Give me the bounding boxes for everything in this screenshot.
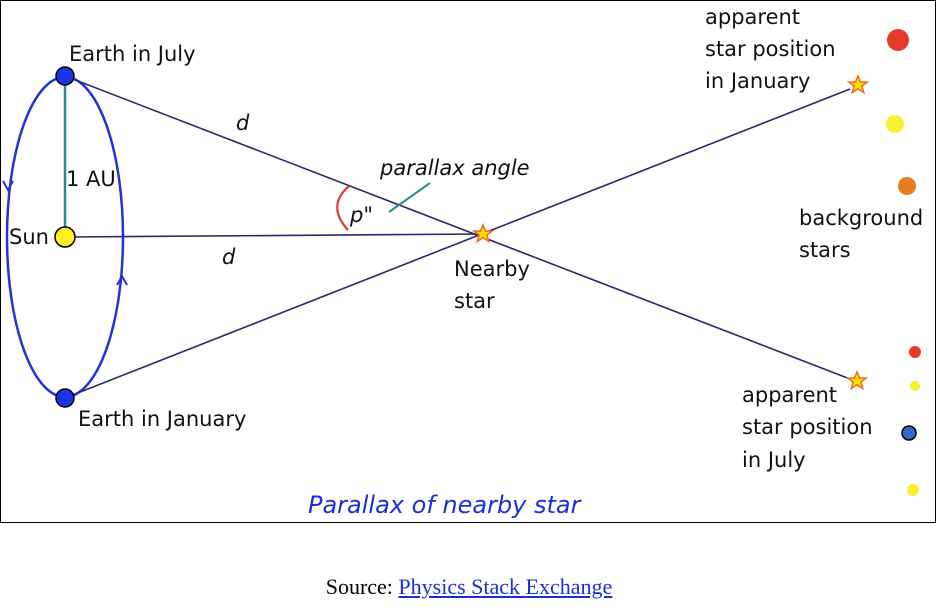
background-star-yellow-small: [910, 381, 920, 391]
background-star-yellow-large: [886, 115, 904, 133]
background-star-yellow-bottom: [907, 484, 919, 496]
apparent-july-label-line3: in July: [742, 448, 806, 472]
apparent-july-star-icon: [845, 369, 869, 391]
apparent-january-label-line1: apparent: [705, 5, 800, 29]
parallax-angle-leader: [388, 182, 431, 213]
apparent-january-label-line2: star position: [705, 37, 836, 61]
source-link[interactable]: Physics Stack Exchange: [398, 574, 613, 599]
apparent-july-label-line1: apparent: [742, 383, 837, 407]
diagram-frame: [0, 0, 936, 523]
background-star-orange: [898, 177, 916, 195]
nearby-star-label-line1: Nearby: [454, 257, 530, 281]
orbit-arrow-left-icon: [2, 180, 14, 193]
apparent-january-star-icon: [846, 73, 870, 95]
sightline-january: [64, 88, 851, 399]
sun-dot: [54, 226, 76, 248]
distance-label-top: d: [236, 111, 250, 135]
au-label: 1 AU: [66, 167, 116, 191]
earth-july-dot: [55, 66, 75, 86]
orbit-arrow-right-icon: [116, 273, 128, 286]
background-star-red-large: [887, 29, 909, 51]
background-stars-label-line2: stars: [799, 238, 851, 262]
parallax-p-label: p": [349, 203, 373, 227]
sun-star-line: [64, 233, 484, 238]
diagram-title: Parallax of nearby star: [308, 491, 583, 519]
nearby-star-icon: [471, 222, 495, 244]
source-attribution: Source: Physics Stack Exchange: [0, 574, 938, 600]
apparent-january-label-line3: in January: [705, 69, 810, 93]
parallax-angle-arc: [336, 185, 350, 231]
background-star-red-small: [909, 346, 921, 358]
distance-label-middle: d: [222, 245, 236, 269]
sun-label: Sun: [9, 225, 49, 249]
nearby-star-label-line2: star: [454, 289, 495, 313]
earth-january-label: Earth in January: [78, 407, 246, 431]
earth-january-dot: [55, 388, 75, 408]
parallax-angle-label: parallax angle: [379, 156, 530, 180]
background-stars-label-line1: background: [799, 206, 923, 230]
background-star-blue: [901, 425, 917, 441]
apparent-july-label-line2: star position: [742, 415, 873, 439]
parallax-diagram: Earth in July Earth in January Sun 1 AU …: [2, 5, 923, 519]
sightline-july: [64, 75, 851, 380]
earth-july-label: Earth in July: [69, 42, 196, 66]
source-prefix: Source:: [325, 574, 399, 599]
